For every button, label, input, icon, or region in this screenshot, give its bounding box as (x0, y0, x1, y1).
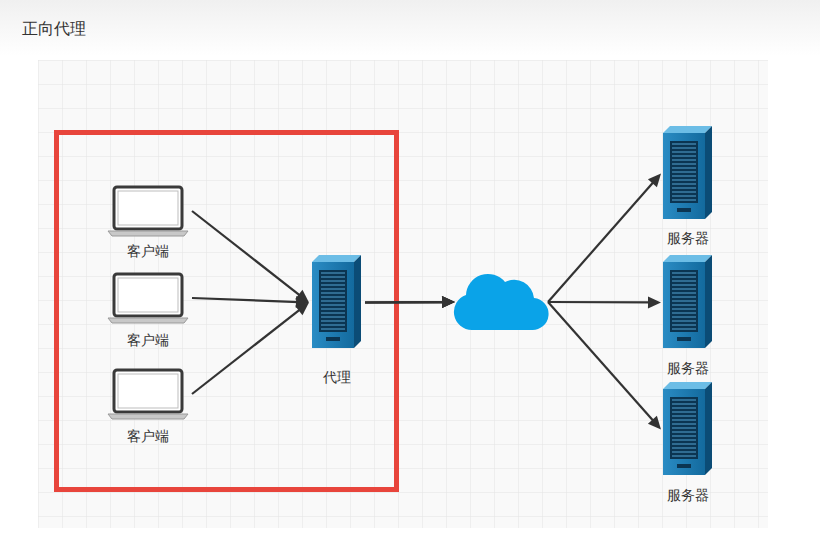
server-node: 服务器 (663, 382, 713, 504)
server-node: 代理 (312, 255, 362, 386)
server-node: 服务器 (663, 126, 713, 247)
node-label: 服务器 (667, 360, 709, 377)
laptop-icon (106, 185, 190, 237)
arrow-connector (365, 174, 661, 309)
arrow-connector (192, 296, 309, 308)
node-label: 客户端 (127, 428, 169, 445)
server-icon (312, 255, 362, 350)
laptop-icon (106, 272, 190, 324)
client-node: 客户端 (106, 368, 190, 445)
diagram-title: 正向代理 (22, 19, 86, 40)
node-label: 服务器 (667, 487, 709, 504)
arrow-connector (192, 303, 309, 395)
node-label: 客户端 (127, 332, 169, 349)
cloud-symbol (454, 274, 549, 330)
arrow-connector (365, 296, 661, 429)
laptop-icon (106, 368, 190, 420)
client-node: 客户端 (106, 185, 190, 260)
server-node: 服务器 (663, 255, 713, 377)
arrow-connector (365, 296, 661, 308)
server-icon (663, 255, 713, 350)
highlight-box (57, 133, 397, 490)
node-label: 服务器 (667, 230, 709, 247)
arrow-connector (192, 211, 309, 303)
node-label: 代理 (323, 369, 351, 386)
server-icon (663, 126, 713, 221)
client-node: 客户端 (106, 272, 190, 349)
node-label: 客户端 (127, 243, 169, 260)
server-icon (663, 382, 713, 477)
